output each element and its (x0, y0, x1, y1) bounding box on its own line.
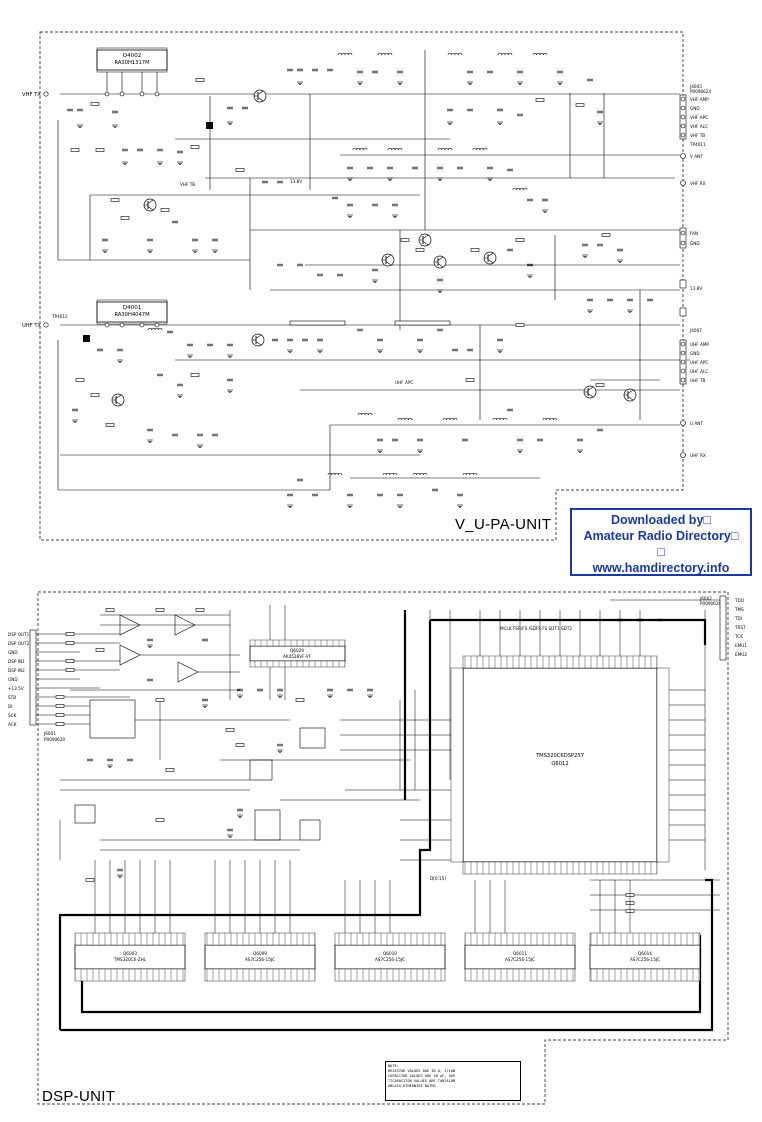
q6029-codec: Q6029 AK4528VF-VF (249, 639, 346, 668)
svg-text:TDI: TDI (734, 616, 742, 621)
svg-text:RA30H1317M: RA30H1317M (114, 60, 149, 66)
svg-text:TP4012: TP4012 (51, 314, 68, 319)
svg-text:DI: DI (8, 704, 12, 709)
svg-text:VHF ALC: VHF ALC (690, 124, 708, 129)
svg-text:J6002: J6002 (699, 596, 712, 601)
dsp-unit: DSP OUT1 DSP OUT2 GND DSP IN1 DSP IN2 GN… (8, 591, 747, 1105)
svg-text:J4007: J4007 (689, 328, 702, 333)
svg-text:VHF AMP: VHF AMP (690, 97, 709, 102)
svg-text:Q6009: Q6009 (253, 951, 267, 956)
svg-text:Q6011: Q6011 (513, 951, 527, 956)
svg-text:DSP IN2: DSP IN2 (8, 668, 25, 673)
svg-text:Q6012: Q6012 (551, 761, 568, 767)
svg-text:TMS320C6-ZHL: TMS320C6-ZHL (113, 957, 147, 962)
svg-text:VHF TB: VHF TB (690, 133, 705, 138)
svg-text:GND: GND (690, 241, 700, 246)
stamp-line-3: □ (657, 545, 665, 559)
svg-text:13.8V: 13.8V (290, 179, 302, 184)
svg-text:FAN: FAN (690, 231, 698, 236)
svg-text:V ANT: V ANT (690, 154, 703, 159)
svg-text:RA30H4047M: RA30H4047M (114, 312, 149, 318)
svg-text:TP4011: TP4011 (689, 142, 706, 147)
note-line-2: RESISTOR VALUES ARE IN Ω, 1/16W (388, 1069, 456, 1073)
stamp-line-2: Amateur Radio Directory□ (583, 529, 739, 543)
svg-text:GND: GND (690, 351, 700, 356)
svg-text:VHF APC: VHF APC (690, 115, 708, 120)
stamp-line-1: Downloaded by□ (611, 513, 711, 527)
svg-text:UHF AMP: UHF AMP (690, 342, 709, 347)
svg-text:J4003: J4003 (689, 84, 702, 89)
svg-text:TMS320C6DSP257: TMS320C6DSP257 (535, 753, 584, 759)
j4003-connector: J4003 P0090624 VHF AMP GND VHF APC VHF A… (679, 84, 712, 140)
upa-unit: Q4002 RA30H1317M Q4001 RA30H4047M VHF TX… (22, 31, 712, 541)
j4007-connector: J4007 UHF AMP GND UHF APC UHF ALC UHF TB (679, 328, 709, 385)
svg-text:GND: GND (690, 106, 700, 111)
thermistor-uhf (83, 335, 90, 342)
svg-text:UHF RX: UHF RX (690, 453, 706, 458)
svg-text:13.8V: 13.8V (690, 286, 702, 291)
svg-text:TMS: TMS (734, 607, 744, 612)
svg-text:Q4001: Q4001 (123, 305, 142, 311)
svg-text:GND: GND (8, 677, 18, 682)
svg-text:Q6003: Q6003 (123, 951, 137, 956)
svg-text:TCK: TCK (734, 634, 743, 639)
download-stamp: Downloaded by□ Amateur Radio Directory□ … (570, 508, 752, 576)
svg-text:VHF RX: VHF RX (690, 181, 706, 186)
svg-text:SCK: SCK (8, 713, 17, 718)
svg-text:Q4002: Q4002 (123, 53, 142, 59)
dsp-border (37, 591, 729, 1105)
dsp-unit-label: DSP-UNIT (42, 1088, 116, 1105)
svg-text:UHF ALC: UHF ALC (690, 369, 708, 374)
note-line-1: NOTE: (388, 1064, 399, 1068)
svg-text:AS7C256-15JC: AS7C256-15JC (630, 957, 660, 962)
memory-chip-row: Q6003 TMS320C6-ZHL Q6009 AS7C256-15JC Q6… (74, 932, 701, 982)
upa-border (39, 31, 684, 541)
resistor-note: NOTE: RESISTOR VALUES ARE IN Ω, 1/16W CA… (385, 1061, 521, 1101)
j6002-connector: J6002 P0090620 TDO TMS TDI TRST TCK EMU1… (699, 595, 747, 661)
svg-text:J6001: J6001 (43, 731, 56, 736)
svg-text:DSP IN1: DSP IN1 (8, 659, 25, 664)
stamp-link[interactable]: www.hamdirectory.info (592, 561, 730, 575)
svg-text:Q6010: Q6010 (383, 951, 397, 956)
svg-text:D[0:15]: D[0:15] (430, 876, 446, 881)
svg-text:STB: STB (8, 695, 16, 700)
upa-unit-label: V_U-PA-UNIT (455, 516, 552, 533)
svg-text:Q6029: Q6029 (290, 648, 304, 653)
q4002-module: Q4002 RA30H1317M (96, 47, 168, 97)
svg-text:UHF TB: UHF TB (690, 378, 706, 383)
svg-text:EMU2: EMU2 (735, 652, 747, 657)
svg-text:AS7C256-15JC: AS7C256-15JC (245, 957, 275, 962)
svg-text:ACK: ACK (8, 722, 17, 727)
note-line-3: CAPACITOR VALUES ARE IN µF, 50V (388, 1074, 456, 1078)
svg-text:DSP OUT1: DSP OUT1 (8, 632, 30, 637)
svg-text:DSP OUT2: DSP OUT2 (8, 641, 30, 646)
thermistor-vhf (206, 122, 213, 129)
note-line-5: UNLESS OTHERWISE NOTED (388, 1084, 436, 1088)
svg-text:MCLK FSR/FS /SDFS FS SDT1 SDT2: MCLK FSR/FS /SDFS FS SDT1 SDT2 (500, 626, 572, 631)
svg-text:U ANT: U ANT (690, 421, 703, 426)
svg-text:P0090620: P0090620 (44, 737, 66, 742)
svg-text:P0090624: P0090624 (690, 89, 712, 94)
q4001-module: Q4001 RA30H4047M (96, 299, 168, 328)
uhf-tx-label: UHF TX (22, 323, 41, 329)
svg-text:EMU1: EMU1 (735, 643, 747, 648)
j6001-connector: DSP OUT1 DSP OUT2 GND DSP IN1 DSP IN2 GN… (8, 629, 130, 742)
svg-text:TDO: TDO (734, 598, 745, 603)
svg-text:Q6014: Q6014 (638, 951, 652, 956)
svg-text:GND: GND (8, 650, 18, 655)
svg-text:UHF APC: UHF APC (395, 380, 413, 385)
svg-text:UHF APC: UHF APC (690, 360, 708, 365)
note-line-4: TTCAPACITOR VALUES ARE TANTALUM (388, 1079, 456, 1083)
svg-text:VHF TB: VHF TB (180, 182, 195, 187)
svg-text:TRST: TRST (734, 625, 746, 630)
svg-text:+13.5V: +13.5V (8, 686, 24, 691)
q6012-dsp: TMS320C6DSP257 Q6012 (450, 655, 670, 875)
vhf-tx-label: VHF TX (22, 92, 41, 98)
svg-text:P0090620: P0090620 (700, 601, 722, 606)
svg-text:AK4528VF-VF: AK4528VF-VF (283, 654, 312, 659)
svg-text:AS7C256-15JC: AS7C256-15JC (375, 957, 405, 962)
svg-text:AS7C256-15JC: AS7C256-15JC (505, 957, 535, 962)
